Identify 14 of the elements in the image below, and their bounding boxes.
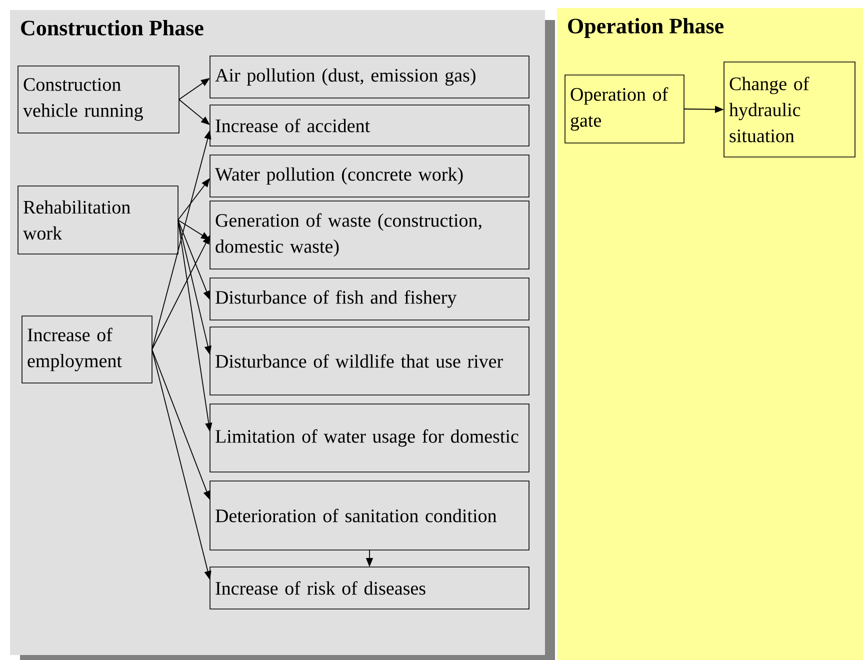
text-box: Change of hydraulic situation (724, 62, 856, 158)
text-box: Rehabilitation work (18, 186, 178, 254)
text-box: Disturbance of wildlife that use river (210, 326, 530, 396)
text-box: Air pollution (dust, emission gas) (210, 56, 530, 98)
text-box: Deterioration of sanitation condition (210, 480, 530, 550)
text-box: Construction vehicle running (18, 66, 180, 134)
text-box: Increase of accident (210, 104, 530, 146)
text-box: Limitation of water usage for domestic (210, 404, 530, 472)
text-box: Water pollution (concrete work) (210, 154, 530, 198)
text-box: Disturbance of fish and fishery (210, 278, 530, 320)
text-box: Increase of risk of diseases (210, 566, 530, 610)
text-box: Increase of employment (22, 316, 152, 384)
text-box: Generation of waste (construction, domestic waste) (210, 200, 530, 270)
text-box: Operation of gate (564, 74, 684, 144)
